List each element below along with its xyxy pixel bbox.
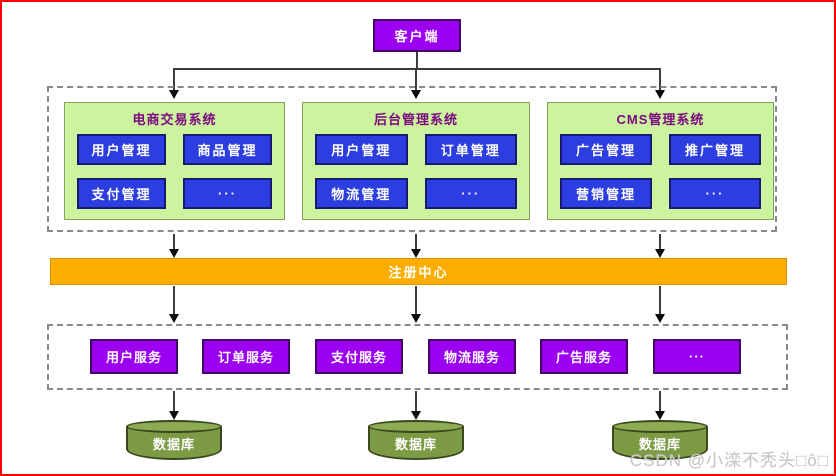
system-panel-ecommerce: 电商交易系统 用户管理 商品管理 支付管理 ···	[64, 102, 285, 220]
connector-line	[173, 68, 661, 70]
registry-bar: 注册中心	[50, 258, 787, 285]
database-icon-top	[368, 420, 464, 433]
database-label: 数据库	[638, 437, 681, 452]
arrow-down	[655, 68, 665, 99]
connector-line	[416, 52, 418, 69]
arrowhead-icon	[169, 90, 179, 99]
arrow-down	[169, 286, 179, 323]
arrow-down	[169, 391, 179, 420]
database-cylinder: 数据库	[126, 420, 222, 460]
module-grid: 用户管理 商品管理 支付管理 ···	[65, 130, 284, 209]
arrow-down	[169, 68, 179, 99]
arrowhead-icon	[655, 411, 665, 420]
systems-container	[47, 86, 777, 232]
system-title: 后台管理系统	[373, 112, 458, 127]
module-box: 订单管理	[424, 134, 517, 165]
client-node: 客户端	[373, 19, 461, 52]
module-grid: 广告管理 推广管理 营销管理 ···	[548, 130, 773, 209]
module-box: 营销管理	[560, 178, 652, 209]
database-label: 数据库	[394, 437, 437, 452]
module-box-more: ···	[183, 178, 272, 209]
watermark: CSDN @小滦不秃头□ô□	[629, 451, 829, 470]
module-box-more: ···	[424, 178, 517, 209]
module-box: 用户管理	[315, 134, 408, 165]
service-box: 物流服务	[428, 339, 516, 374]
arrowhead-icon	[411, 314, 421, 323]
module-grid: 用户管理 订单管理 物流管理 ···	[303, 130, 529, 209]
system-panel-cms: CMS管理系统 广告管理 推广管理 营销管理 ···	[547, 102, 774, 220]
module-box: 用户管理	[77, 134, 166, 165]
arrow-down	[655, 391, 665, 420]
database-cylinder: 数据库	[368, 420, 464, 460]
arrow-down	[411, 391, 421, 420]
module-box: 广告管理	[560, 134, 652, 165]
arrowhead-icon	[655, 314, 665, 323]
arrowhead-icon	[655, 90, 665, 99]
database-icon-top	[126, 420, 222, 433]
arrowhead-icon	[411, 411, 421, 420]
arrowhead-icon	[169, 411, 179, 420]
arrowhead-icon	[169, 314, 179, 323]
arrow-down	[411, 286, 421, 323]
database-cylinder: 数据库	[612, 420, 708, 460]
system-title: 电商交易系统	[132, 112, 217, 127]
system-title: CMS管理系统	[616, 112, 705, 127]
arrow-down	[411, 68, 421, 99]
arrow-down	[169, 234, 179, 258]
module-box: 支付管理	[77, 178, 166, 209]
module-box: 物流管理	[315, 178, 408, 209]
service-box: 支付服务	[315, 339, 403, 374]
arrowhead-icon	[411, 90, 421, 99]
arrow-down	[655, 286, 665, 323]
arrowhead-icon	[655, 249, 665, 258]
database-label: 数据库	[152, 437, 195, 452]
service-box: 广告服务	[540, 339, 628, 374]
arrowhead-icon	[169, 249, 179, 258]
service-box: 订单服务	[202, 339, 290, 374]
arrowhead-icon	[411, 249, 421, 258]
module-box: 商品管理	[183, 134, 272, 165]
services-container	[47, 324, 788, 390]
system-panel-backoffice: 后台管理系统 用户管理 订单管理 物流管理 ···	[302, 102, 530, 220]
service-box: 用户服务	[90, 339, 178, 374]
module-box: 推广管理	[669, 134, 761, 165]
service-box-more: ···	[653, 339, 741, 374]
database-icon-top	[612, 420, 708, 433]
module-box-more: ···	[669, 178, 761, 209]
arrow-down	[411, 234, 421, 258]
arrow-down	[655, 234, 665, 258]
